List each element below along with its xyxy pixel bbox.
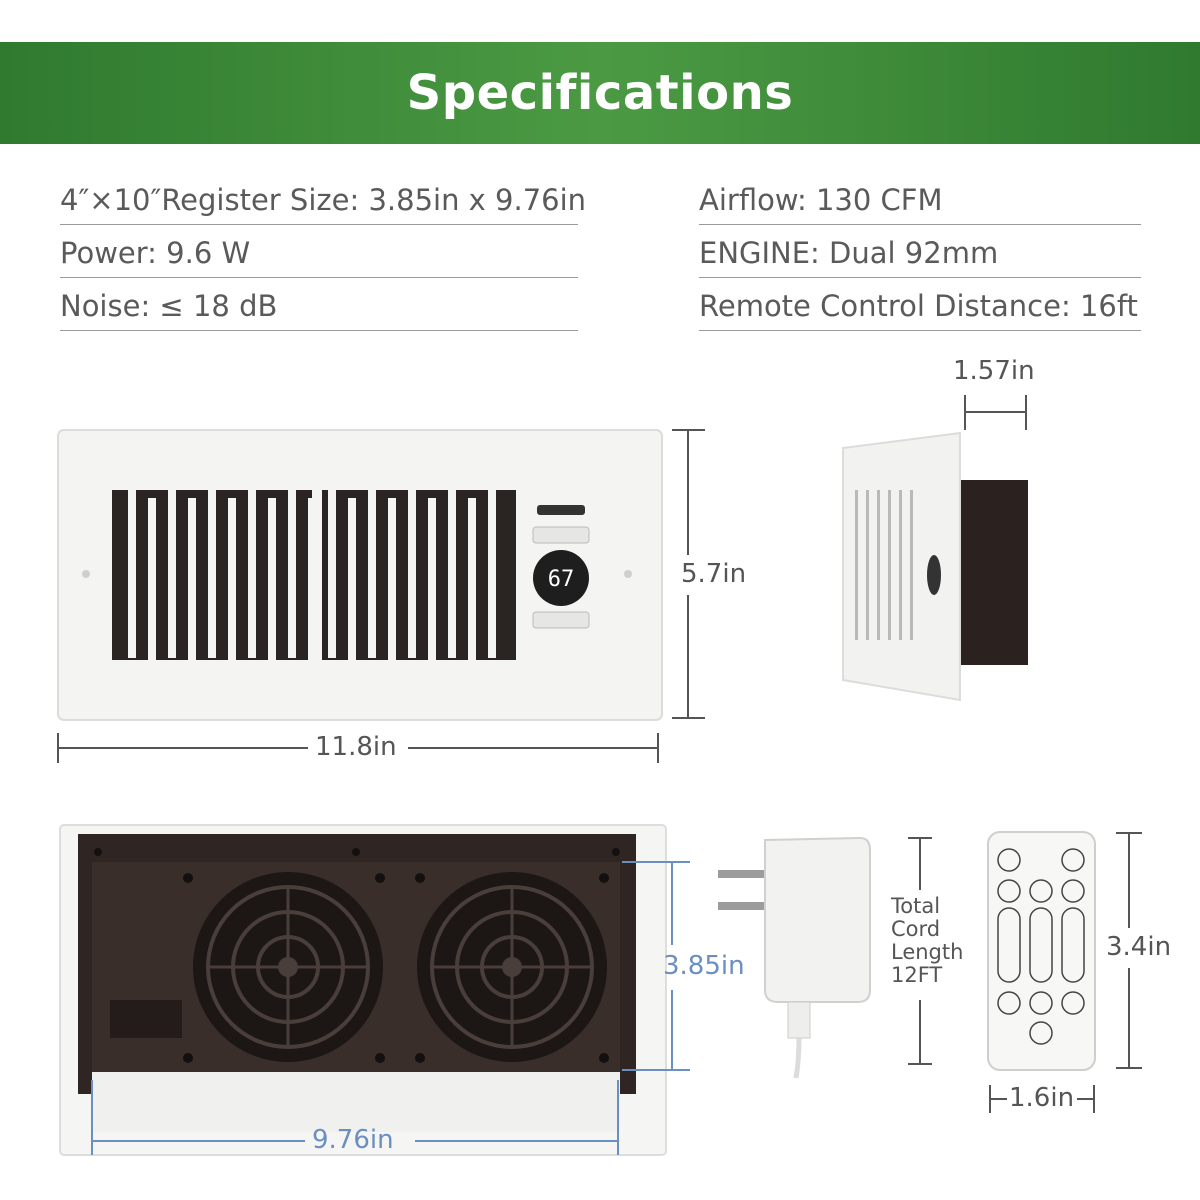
spec-airflow: Airflow: 130 CFM <box>699 178 1141 225</box>
vent-front-view: 67 <box>57 429 705 763</box>
power-adapter <box>718 836 932 1079</box>
cord-line-4: 12FT <box>891 963 943 987</box>
header-banner: Specifications <box>0 42 1200 144</box>
fan-left <box>193 872 383 1062</box>
spec-noise: Noise: ≤ 18 dB <box>60 284 578 331</box>
page-title: Specifications <box>406 65 794 121</box>
remote-height-label: 3.4in <box>1106 932 1172 962</box>
fan-width-label: 9.76in <box>312 1125 394 1155</box>
temperature-display: 67 <box>548 567 575 592</box>
remote-width-label: 1.6in <box>1009 1083 1075 1113</box>
spec-power: Power: 9.6 W <box>60 231 578 278</box>
vent-side-view <box>842 395 1028 702</box>
vent-depth-label: 1.57in <box>953 356 1035 386</box>
spec-register-size: 4″×10″Register Size: 3.85in x 9.76in <box>60 178 586 225</box>
cord-line-1: Total <box>891 894 941 918</box>
control-panel: 67 <box>532 505 590 629</box>
remote-control <box>987 831 1142 1113</box>
vent-height-label: 5.7in <box>681 559 747 589</box>
spec-remote-distance: Remote Control Distance: 16ft <box>699 284 1141 331</box>
fan-height-label: 3.85in <box>663 951 745 981</box>
fan-back-view <box>59 824 690 1156</box>
cord-line-3: Length <box>891 940 964 964</box>
spec-engine: ENGINE: Dual 92mm <box>699 231 1141 278</box>
vent-width-label: 11.8in <box>315 732 397 762</box>
fan-right <box>417 872 607 1062</box>
cord-line-2: Cord <box>891 917 941 941</box>
cord-length-label: Total Cord Length 12FT <box>891 895 963 987</box>
vent-slats <box>112 482 516 668</box>
